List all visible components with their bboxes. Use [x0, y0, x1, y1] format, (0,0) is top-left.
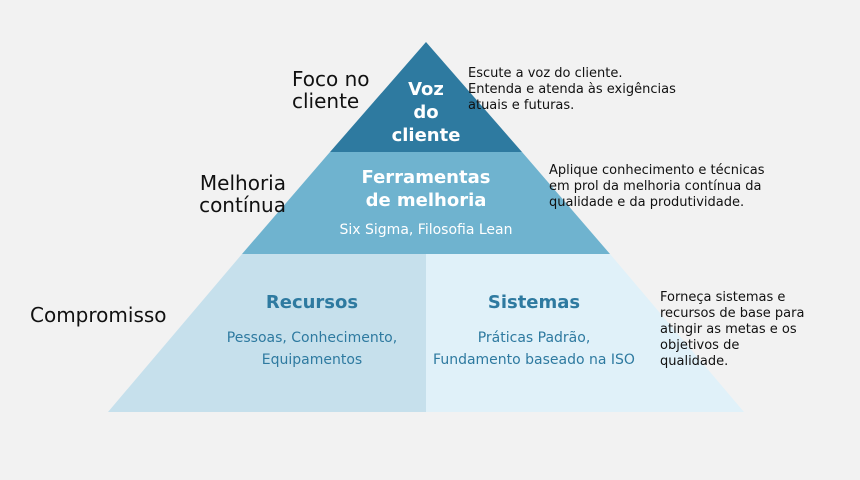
tier-bottom-right-subtitle: Práticas Padrão, Fundamento baseado na I…	[433, 330, 635, 368]
description-middle: Aplique conhecimento e técnicas em prol …	[549, 163, 765, 210]
tier-middle-title: Ferramentas de melhoria	[361, 167, 491, 211]
tier-middle-subtitle: Six Sigma, Filosofia Lean	[339, 222, 513, 238]
tier-top-title: Voz do cliente	[391, 79, 461, 146]
label-melhoria-continua: Melhoria contínua	[199, 171, 286, 217]
pyramid-tier-middle	[242, 152, 610, 254]
label-foco-no-cliente: Foco no cliente	[292, 67, 370, 113]
pyramid-tier-top	[330, 42, 522, 152]
label-compromisso: Compromisso	[30, 303, 167, 327]
description-top: Escute a voz do cliente. Entenda e atend…	[468, 66, 676, 113]
description-bottom: Forneça sistemas e recursos de base para…	[660, 290, 805, 369]
pyramid-tier-bottom-left	[108, 254, 426, 412]
tier-bottom-left-subtitle: Pessoas, Conhecimento, Equipamentos	[226, 330, 398, 368]
tier-bottom-left-title: Recursos	[265, 292, 359, 313]
pyramid-tier-bottom-right	[426, 254, 744, 412]
tier-bottom-right-title: Sistemas	[487, 292, 581, 313]
